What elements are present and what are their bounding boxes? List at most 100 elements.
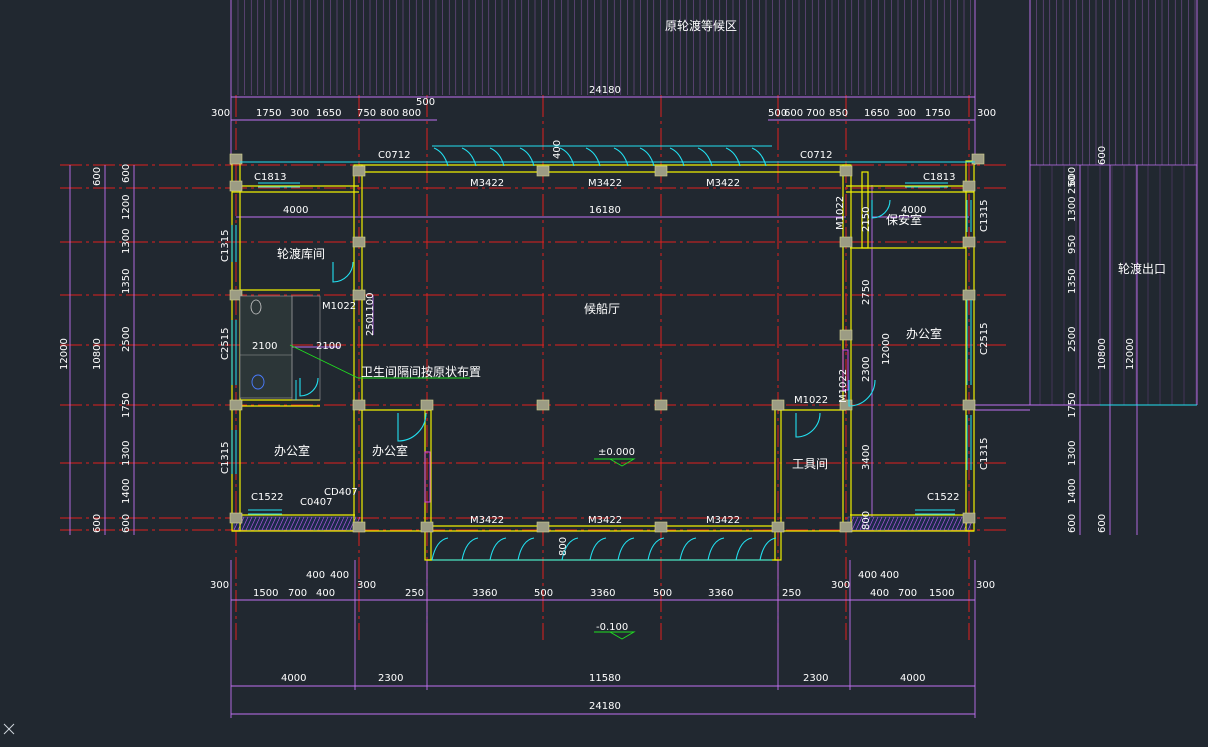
column xyxy=(352,289,366,301)
column xyxy=(352,165,366,177)
tag-c0407-b: CD407 xyxy=(324,487,358,498)
dim-top-500: 500 xyxy=(416,97,435,108)
toilet-fixture-icon xyxy=(250,299,262,315)
hatch-line xyxy=(285,516,293,531)
tag-c2515-left: C2515 xyxy=(220,328,231,360)
dim-top-right: 600 xyxy=(784,108,803,119)
door-swing xyxy=(461,537,479,561)
dim-top-total: 24180 xyxy=(589,85,621,96)
room-office-left-center: 办公室 xyxy=(372,443,408,458)
tag-c1522-left: C1522 xyxy=(251,492,283,503)
door-swing xyxy=(431,537,449,561)
column xyxy=(420,399,434,411)
dim-right-seg: 600 xyxy=(1067,514,1078,533)
dim-bot-400-right: 400 xyxy=(858,570,877,581)
dim-bot-row2: 4000 xyxy=(281,673,306,684)
dim-left-seg: 600 xyxy=(121,164,132,183)
toilet-partition xyxy=(291,295,321,401)
hatch-line xyxy=(939,516,947,531)
dim-left-seg: 600 xyxy=(92,514,103,533)
dim-top-left: 1750 xyxy=(256,108,281,119)
dim-right-inner-800: 800 xyxy=(861,511,872,530)
dim-top-right: 300 xyxy=(897,108,916,119)
dim-bot-right: 300 xyxy=(831,580,850,591)
dim-bot-400-left: 400 xyxy=(330,570,349,581)
dim-left-seg: 600 xyxy=(92,167,103,186)
dim-inner-16180: 16180 xyxy=(589,205,621,216)
tag-m3422-top-3: M3422 xyxy=(706,178,740,189)
structural-columns xyxy=(229,153,985,533)
dim-right-seg: 1300 xyxy=(1067,441,1078,466)
hatch-line xyxy=(325,516,333,531)
hatch-line xyxy=(329,516,337,531)
door-swing xyxy=(613,147,629,167)
room-office-right: 办公室 xyxy=(906,326,942,341)
dim-bot-row2: 2300 xyxy=(378,673,403,684)
dim-top-left: 750 xyxy=(357,108,376,119)
door-swing xyxy=(299,377,319,397)
door-swing xyxy=(848,379,876,407)
hatch-line xyxy=(879,516,887,531)
dim-inner-4000-right: 4000 xyxy=(901,205,926,216)
door-swing xyxy=(759,537,777,561)
toilet-floor xyxy=(239,295,293,399)
hatch-line xyxy=(301,516,309,531)
axis-grid xyxy=(60,95,1010,640)
dim-col-bot: 800 xyxy=(558,537,569,556)
door-swing xyxy=(489,537,507,561)
dim-top-right: 1750 xyxy=(925,108,950,119)
tag-c0407-a: C0407 xyxy=(300,497,332,508)
tag-m3422-top-2: M3422 xyxy=(588,178,622,189)
hatch-line xyxy=(891,516,899,531)
dim-top-right: 1650 xyxy=(864,108,889,119)
door-swing xyxy=(639,147,655,167)
dim-toilet-2100-b: 2100 xyxy=(316,341,341,352)
dim-left-seg: 1300 xyxy=(121,441,132,466)
dim-right-seg: 600 xyxy=(1067,167,1078,186)
column xyxy=(771,521,785,533)
tag-c2515-right: C2515 xyxy=(979,323,990,355)
dim-right-inner-2750: 2750 xyxy=(861,280,872,305)
dim-top-left: 800 xyxy=(380,108,399,119)
tag-m3422-bot-2: M3422 xyxy=(588,515,622,526)
hatch-line xyxy=(851,516,859,531)
column xyxy=(654,521,668,533)
column xyxy=(229,289,243,301)
hatch-line xyxy=(293,516,301,531)
dim-col-top: 400 xyxy=(552,140,563,159)
dim-right-seg: 2500 xyxy=(1067,327,1078,352)
door-swing xyxy=(751,147,767,167)
column xyxy=(229,399,243,411)
door-swing xyxy=(647,537,665,561)
door-swing xyxy=(585,147,601,167)
dim-bot-row2: 4000 xyxy=(900,673,925,684)
hatch-line xyxy=(297,516,305,531)
dim-right-seg: 1300 xyxy=(1067,197,1078,222)
hatch-line xyxy=(931,516,939,531)
dim-bot-total: 24180 xyxy=(589,701,621,712)
door-swing xyxy=(433,147,449,167)
level-inside: ±0.000 xyxy=(598,447,635,458)
hatch-line xyxy=(947,516,955,531)
hatch-line xyxy=(305,516,313,531)
tag-m1022-right-top: M1022 xyxy=(835,196,846,230)
hatch-line xyxy=(273,516,281,531)
hatch-line xyxy=(249,516,257,531)
dim-bot-center: 500 xyxy=(653,588,672,599)
column xyxy=(229,180,243,192)
dim-right-seg: 1400 xyxy=(1067,479,1078,504)
dim-bot-center: 3360 xyxy=(708,588,733,599)
door-swing xyxy=(332,261,354,283)
column xyxy=(536,165,550,177)
column xyxy=(962,180,976,192)
door-swing xyxy=(397,412,427,442)
hatch-line xyxy=(919,516,927,531)
dim-bot-left: 400 xyxy=(316,588,335,599)
hatch-line xyxy=(269,516,277,531)
dim-toilet-2100-a: 2100 xyxy=(252,341,277,352)
door-swing xyxy=(735,537,753,561)
column xyxy=(839,165,853,177)
tag-c1315-left-bot: C1315 xyxy=(220,442,231,474)
column xyxy=(352,521,366,533)
door-swing xyxy=(707,537,725,561)
